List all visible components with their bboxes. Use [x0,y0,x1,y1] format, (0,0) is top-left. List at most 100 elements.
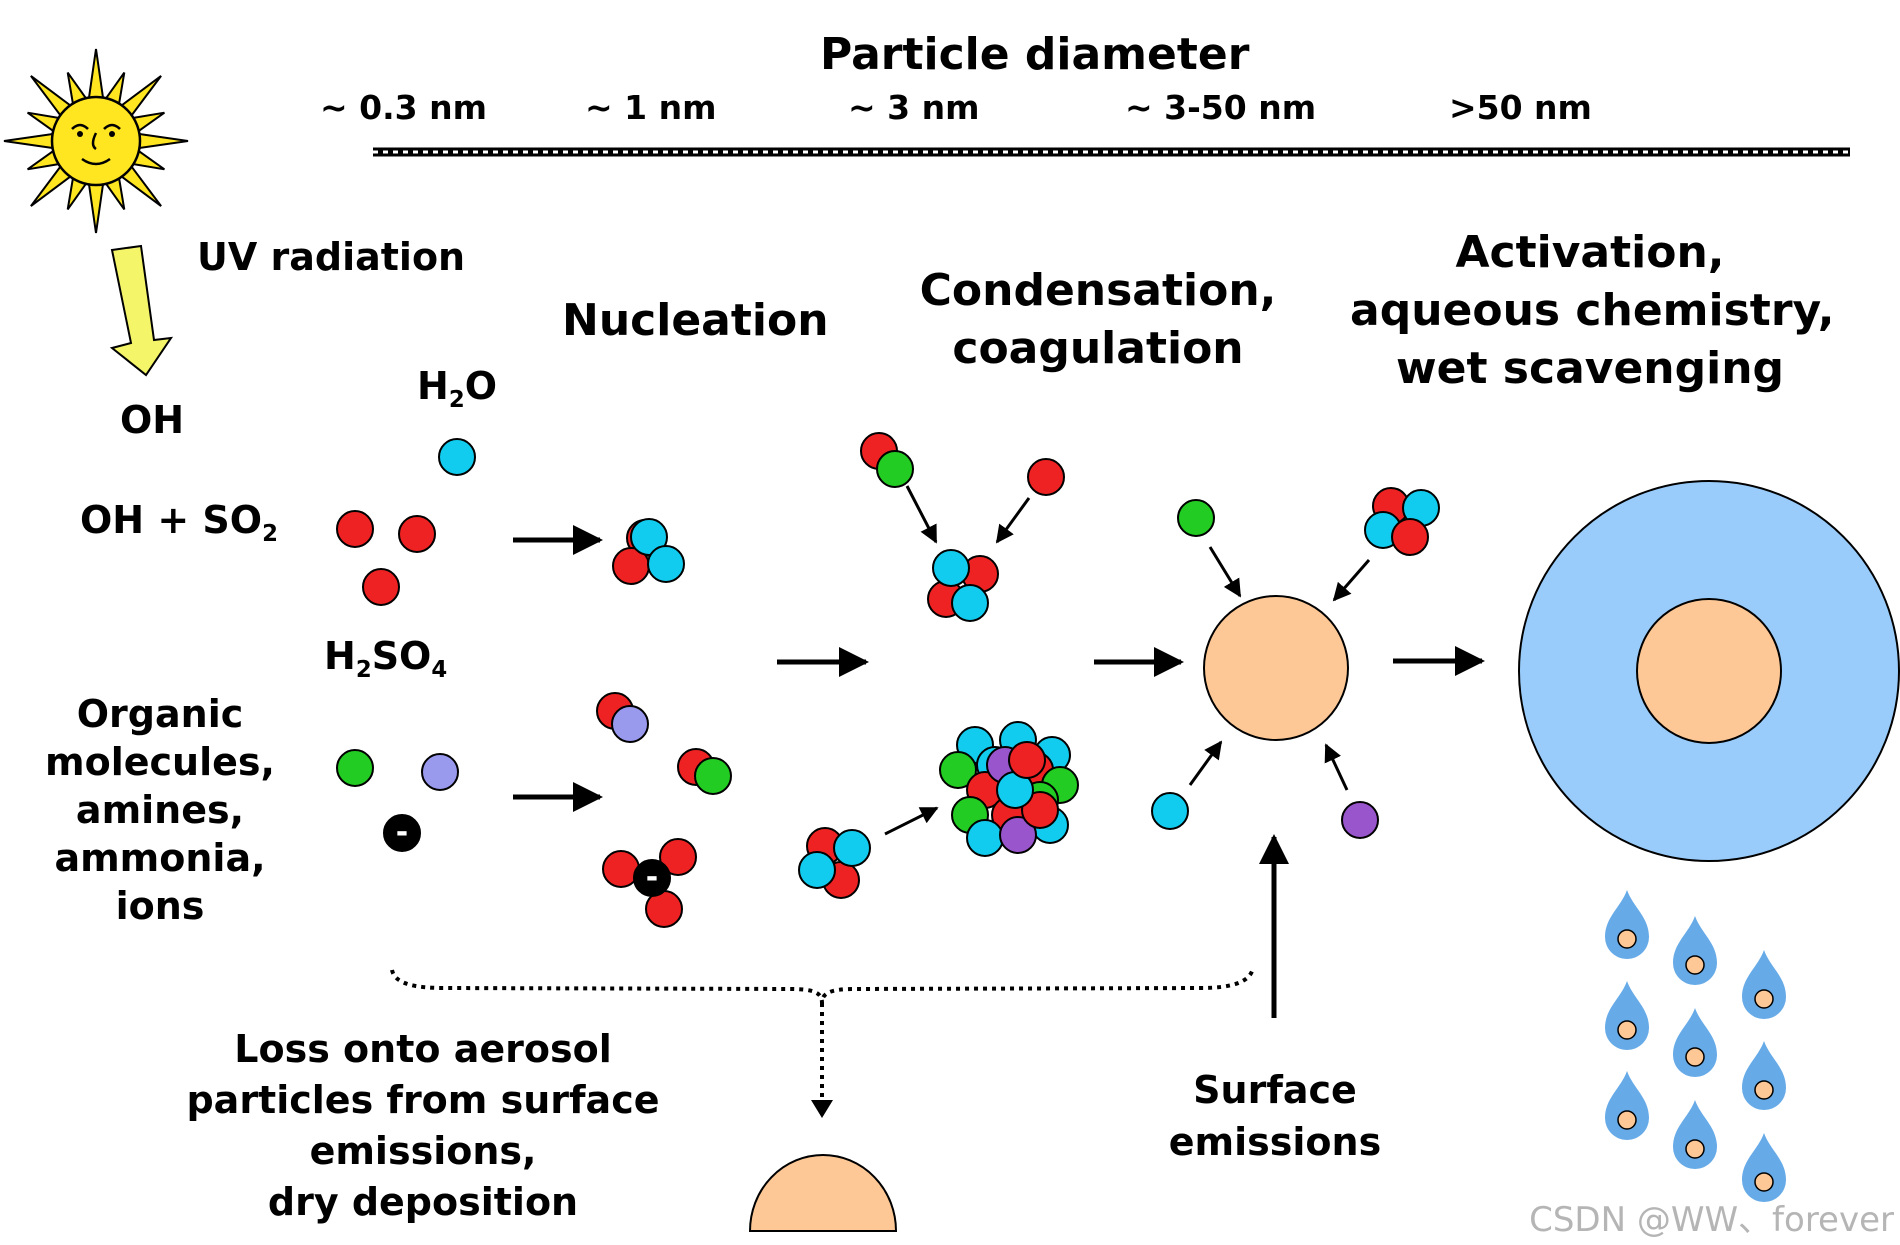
raindrop [1742,1041,1786,1110]
scale-label-50nm: >50 nm [1449,88,1592,127]
h2o-subscript: 2 [448,386,465,413]
sun-right-pupil [109,131,115,137]
arrow-green-to-particle [1208,546,1242,598]
h2so4-subscript-4: 4 [431,656,448,683]
organics-line-4: ammonia, [54,836,266,880]
raindrop-core [1754,1172,1774,1192]
sun-icon [3,48,189,234]
scale-label-1nm: ~ 1 nm [585,88,717,127]
red-cluster-molecule [1021,791,1059,829]
red-molecule [398,515,436,553]
surface-emissions-line-2: emissions [1168,1120,1382,1164]
raindrops [1605,890,1786,1202]
arrow-dimer-to-cluster [905,485,938,544]
sun-ray [87,48,105,99]
h2so4-h: H [324,634,356,678]
ion-symbol: - [646,860,658,895]
sun-mouth [81,157,111,166]
raindrop [1605,981,1649,1050]
lavender-molecule [611,705,649,743]
h2so4-so: SO [371,634,432,678]
red-cluster-molecule [1008,741,1046,779]
raindrop [1742,1133,1786,1202]
sun-face [50,95,142,187]
loss-line-2: particles from surface [186,1078,660,1122]
ion-symbol: - [396,815,408,850]
surface-emissions-line-1: Surface [1193,1068,1357,1112]
uv-radiation-arrow [109,244,174,377]
raindrop-core [1685,1139,1705,1159]
cloud-droplet-core [1636,598,1782,744]
organics-label: Organic molecules, amines, ammonia, ions [40,690,280,930]
sun-left-pupil [77,131,83,137]
red-molecule [659,838,697,876]
cyan-molecule [1151,792,1189,830]
loss-brace [390,967,1255,1004]
cyan-molecule [932,549,970,587]
h2o-label: H2O [417,362,497,413]
h2o-h: H [417,364,449,408]
arrow-cluster-to-particle [1332,559,1371,602]
arrow-cyan-to-particle [1188,740,1223,786]
activation-line-3: wet scavenging [1395,343,1785,394]
arrow-monomer-to-cluster [995,497,1031,544]
activation-line-1: Activation, [1455,227,1725,278]
cyan-molecule [647,545,685,583]
raindrop-core [1617,1110,1637,1130]
organics-line-5: ions [115,884,205,928]
particle-diameter-title: Particle diameter [820,29,1250,80]
ion-molecule [383,814,421,852]
loss-line-1: Loss onto aerosol [234,1027,612,1071]
h2so4-subscript-2: 2 [355,656,372,683]
molecules: -- [336,432,1440,928]
sun-ray [138,132,189,150]
scale-label-0-3nm: ~ 0.3 nm [320,88,487,127]
surface-dome [748,1154,898,1232]
red-molecule [336,510,374,548]
organics-line-3: amines, [75,788,245,832]
red-molecule [1391,518,1429,556]
raindrop [1673,1008,1717,1077]
green-molecule [694,757,732,795]
watermark: CSDN @WW、forever [1529,1200,1894,1240]
loss-arrowhead [811,1100,833,1118]
raindrop [1742,950,1786,1019]
condensation-line-2: coagulation [952,323,1244,374]
ion-molecule [633,859,671,897]
condensation-line-1: Condensation, [919,265,1277,316]
purple-molecule [1341,801,1379,839]
raindrop [1673,916,1717,985]
green-cluster-molecule [939,751,977,789]
uv-radiation-label: UV radiation [197,235,466,279]
sun-ray [87,183,105,234]
activation-line-2: aqueous chemistry, [1350,285,1835,336]
activation-label: Activation, aqueous chemistry, wet scave… [1350,224,1835,398]
purple-cluster-molecule [999,816,1037,854]
cyan-cluster-molecule [966,819,1004,857]
cyan-molecule [438,438,476,476]
red-molecule [362,568,400,606]
loss-line-4: dry deposition [267,1180,579,1224]
cyan-molecule [798,851,836,889]
green-molecule [876,450,914,488]
raindrop-core [1685,1047,1705,1067]
green-molecule [1177,499,1215,537]
arrow-small-cluster-to-large [884,806,939,836]
scale-label-3nm: ~ 3 nm [848,88,980,127]
loss-label: Loss onto aerosol particles from surface… [173,1024,673,1228]
lavender-molecule [421,753,459,791]
cyan-molecule [833,829,871,867]
nucleation-label: Nucleation [562,295,829,346]
oh-so2-subscript: 2 [262,520,278,547]
sun-ray [3,132,54,150]
sun-nose [91,132,98,151]
oh-label: OH [120,398,185,442]
scale-label-3-50nm: ~ 3-50 nm [1125,88,1317,127]
oh-so2-label: OH + SO2 [80,496,278,547]
sun-left-eye [71,123,89,130]
oh-so2-text: OH + SO [80,498,263,542]
organics-line-2: molecules, [45,740,275,784]
sun-right-eye [103,123,121,130]
condensation-label: Condensation, coagulation [918,262,1278,378]
